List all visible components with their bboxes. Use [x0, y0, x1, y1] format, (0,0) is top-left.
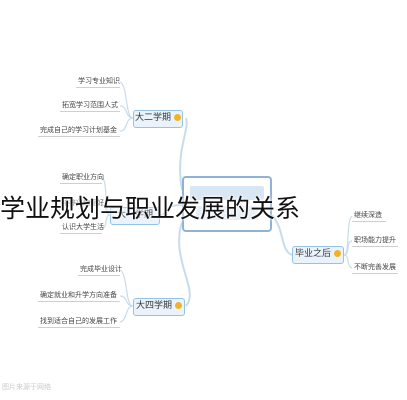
leaf-text: 职场能力提升	[354, 236, 396, 244]
leaf-underline	[352, 246, 398, 247]
leaf-text: 认识大学生活	[62, 223, 104, 231]
leaf-text: 不断完善发展	[354, 263, 396, 271]
branch-node: 大二学期	[133, 110, 183, 128]
leaf-text: 确定职业方向	[62, 173, 104, 181]
leaf-underline	[38, 301, 120, 302]
branch-node: 毕业之后	[292, 246, 344, 264]
leaf-underline	[76, 87, 120, 88]
dot-icon	[334, 250, 341, 257]
leaf-underline	[60, 111, 120, 112]
leaf-text: 拓宽学习范围人式	[62, 101, 118, 109]
branch-label: 大一学期	[116, 210, 153, 220]
leaf-text: 学习专业知识	[78, 77, 120, 85]
leaf-underline	[352, 273, 398, 274]
leaf-text: 完成毕业设计	[80, 265, 122, 273]
dot-icon	[175, 302, 182, 309]
leaf-underline	[38, 327, 120, 328]
leaf-underline	[352, 221, 386, 222]
branch-label: 大四学期	[135, 301, 172, 311]
central-topic	[182, 176, 272, 232]
leaf-text: 培养兴趣爱好	[62, 199, 104, 207]
leaf-text: 确定就业和升学方向准备	[40, 291, 117, 299]
central-topic-bar	[190, 186, 264, 200]
watermark: 图片来源于网络	[2, 383, 51, 391]
leaf-text: 完成自己的学习计划基金	[40, 126, 117, 134]
branch-label: 大二学期	[134, 113, 171, 123]
branch-node: 大四学期	[133, 298, 185, 316]
central-topic-bar-2	[196, 206, 258, 220]
branch-label: 毕业之后	[294, 249, 331, 259]
leaf-underline	[78, 275, 120, 276]
branch-node: 大一学期	[110, 207, 160, 225]
leaf-underline	[38, 136, 120, 137]
leaf-text: 找到适合自己的发展工作	[40, 317, 117, 325]
leaf-underline	[60, 183, 102, 184]
page-title: 学业规划与职业发展的关系	[0, 194, 301, 223]
dot-icon	[174, 114, 181, 121]
leaf-underline	[60, 233, 102, 234]
leaf-text: 继续深造	[354, 211, 382, 219]
